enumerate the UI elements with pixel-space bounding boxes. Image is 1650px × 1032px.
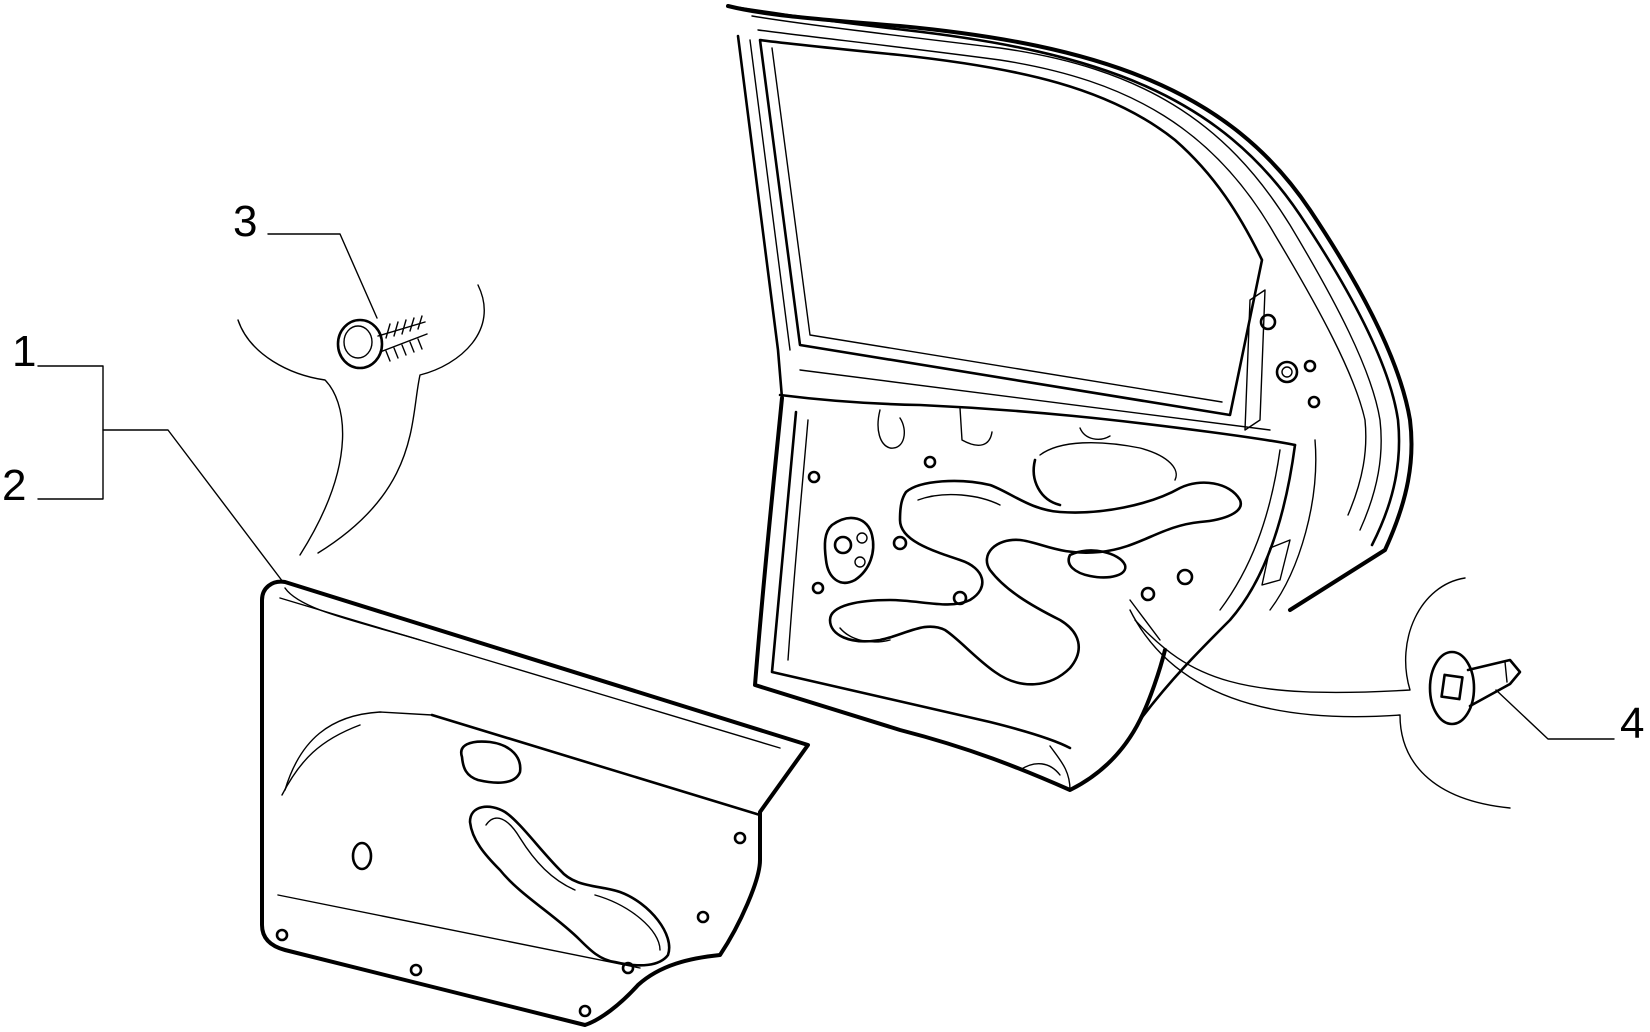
callout-3[interactable]: 3 (233, 197, 378, 319)
callout-3-label: 3 (233, 197, 257, 246)
door-trim-panel (260, 579, 810, 1027)
callout-4-leader (1495, 689, 1615, 740)
door-shell (726, 4, 1414, 792)
push-clip-part (237, 284, 485, 556)
callout-2-label: 2 (2, 461, 26, 510)
callout-4-label: 4 (1620, 699, 1644, 748)
callout-1-2-leader (102, 429, 284, 583)
callout-3-leader (267, 233, 378, 319)
rivet-clip-part (1129, 577, 1522, 809)
callout-4[interactable]: 4 (1495, 689, 1644, 748)
callout-1[interactable]: 1 (12, 327, 104, 500)
callout-2[interactable]: 2 (2, 461, 26, 510)
callout-1-label: 1 (12, 327, 36, 376)
callout-bracket (37, 365, 104, 500)
